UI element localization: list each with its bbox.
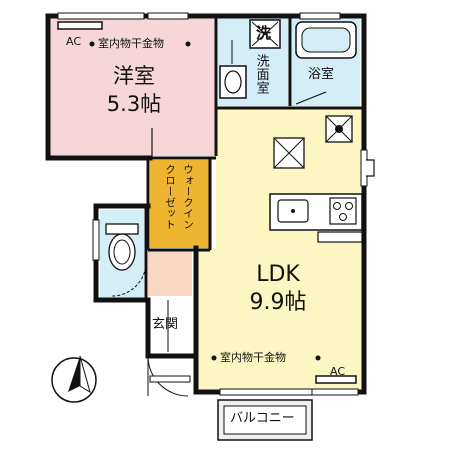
western-room-name: 洋室	[113, 64, 155, 88]
toilet-tank	[105, 223, 139, 235]
toilet-door	[111, 261, 147, 297]
balcony-label: バルコニー	[230, 411, 295, 426]
compass-north-icon	[51, 355, 97, 403]
ac-unit-bottom	[315, 375, 357, 384]
bathroom-label: 浴室	[308, 67, 335, 82]
ldk-floor	[196, 110, 364, 390]
washer-mark: 洗	[256, 24, 272, 42]
entrance-door	[147, 355, 189, 397]
washroom-label: 洗面室	[253, 54, 269, 95]
entrance-floor	[148, 250, 192, 296]
western-room-floor	[50, 18, 216, 156]
ac-label-bottom: AC	[330, 365, 346, 378]
ldk-right-outlet	[366, 159, 375, 177]
ac-unit-top	[57, 21, 103, 30]
drying-rack-label-top: 室内物干金物	[98, 37, 164, 50]
western-room-size: 5.3帖	[106, 92, 162, 116]
entrance-step	[148, 296, 192, 354]
drying-rack-label-bottom: 室内物干金物	[220, 351, 286, 364]
closet-label-line2: クローゼット	[164, 164, 177, 230]
entrance-label: 玄関	[152, 317, 179, 332]
stove	[329, 197, 357, 225]
windows	[57, 12, 368, 396]
closet-label-line1: ウォークイン	[182, 164, 195, 230]
ldk-size: 9.9帖	[249, 290, 307, 315]
fridge-space	[317, 231, 363, 243]
ac-label-top: AC	[66, 35, 82, 48]
ldk-name: LDK	[256, 262, 300, 287]
drying-rack-hardware	[89, 41, 321, 361]
walk-in-closet-floor	[150, 160, 210, 248]
entrance-door-leaf	[149, 375, 191, 383]
